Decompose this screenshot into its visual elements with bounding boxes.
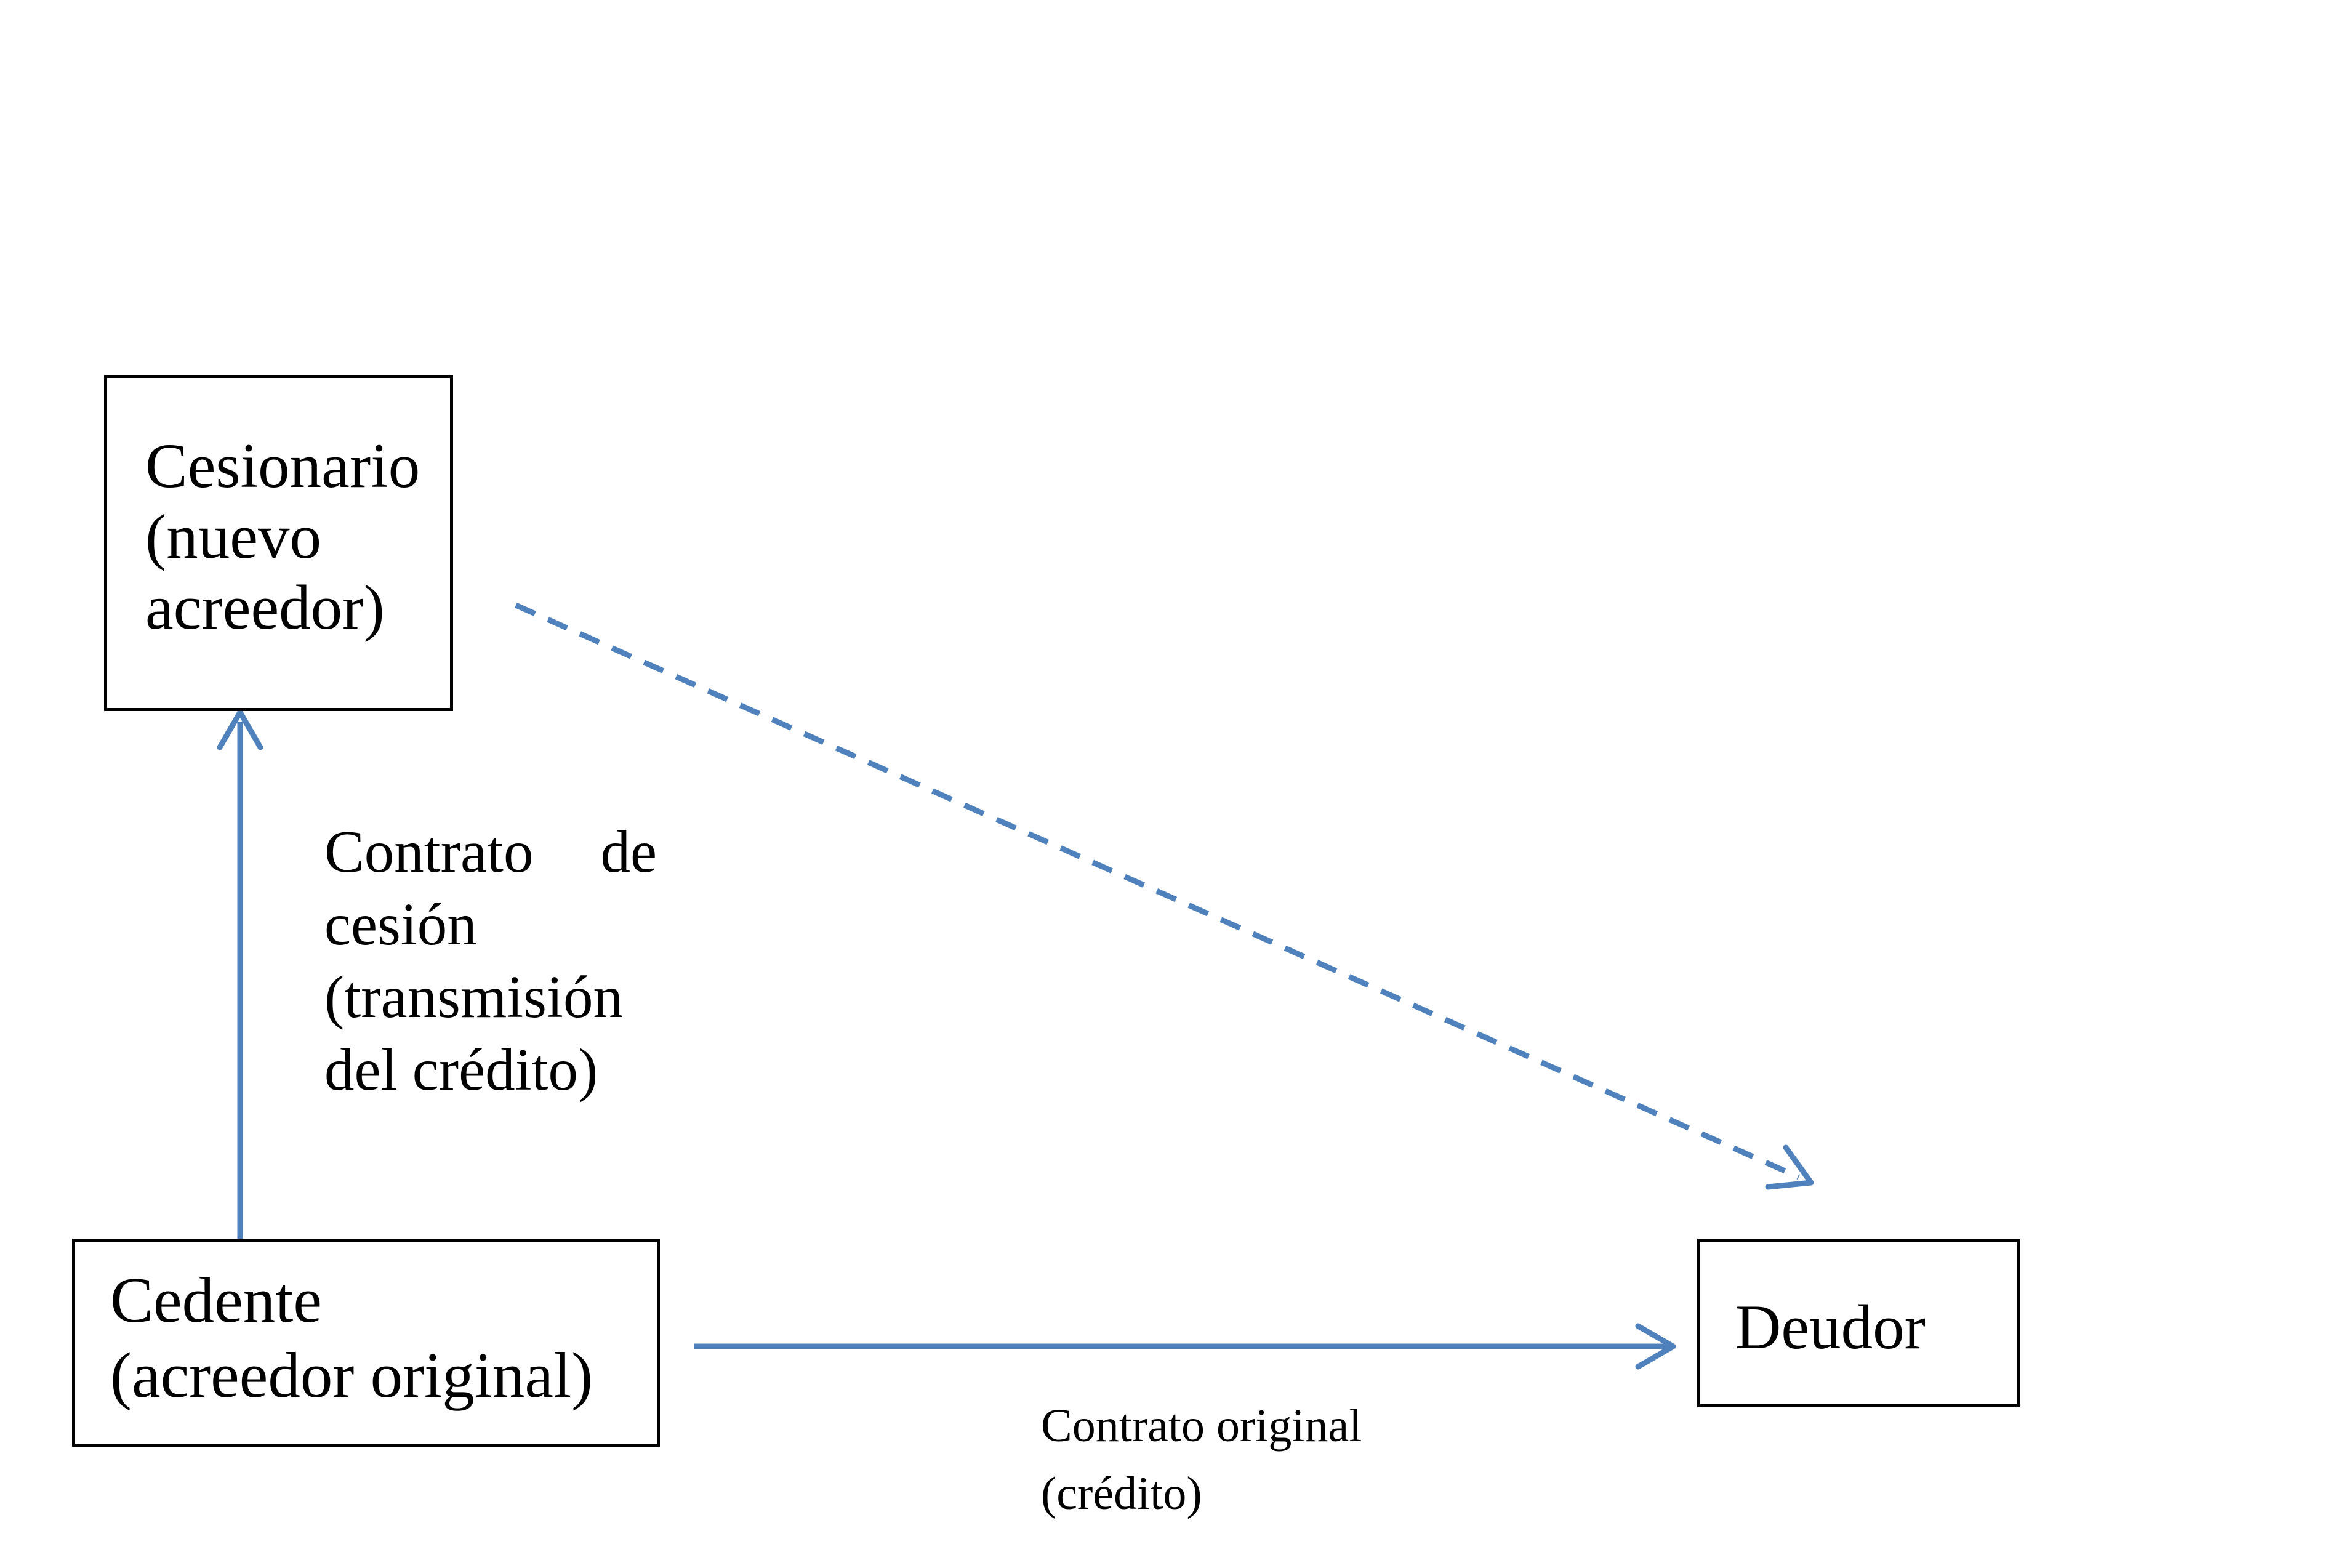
original-contract-arrow — [694, 1323, 1676, 1370]
cesionario-deudor-dashed-arrow — [515, 602, 1814, 1190]
cession-label-line-1: Contrato de — [324, 816, 657, 888]
cession-contract-arrow — [217, 709, 263, 1239]
cession-label-word-contrato: Contrato — [324, 819, 534, 885]
cedente-line-1: Cedente — [110, 1264, 323, 1336]
original-arrow-right-head-icon — [1635, 1323, 1676, 1370]
original-contract-arrow-label: Contrato original (crédito) — [1041, 1392, 1533, 1527]
original-label-line-1: Contrato original — [1041, 1400, 1362, 1452]
node-cedente: Cedente (acreedor original) — [72, 1239, 660, 1447]
cession-arrow-up-head-icon — [217, 709, 263, 750]
cession-label-line-2: cesión — [324, 891, 477, 957]
deudor-line-1: Deudor — [1735, 1292, 1926, 1362]
cession-label-word-de: de — [600, 819, 657, 885]
cesionario-line-3: acreedor) — [145, 573, 385, 643]
node-cesionario: Cesionario (nuevo acreedor) — [104, 375, 453, 711]
dashed-arrow-head-icon — [1765, 1144, 1814, 1190]
cedente-line-2: (acreedor original) — [110, 1339, 593, 1411]
original-label-line-2: (crédito) — [1041, 1468, 1202, 1519]
cesionario-line-1: Cesionario — [145, 431, 420, 501]
dashed-arrow-shaft — [515, 602, 1800, 1180]
node-deudor: Deudor — [1697, 1239, 2020, 1407]
cession-label-line-4: del crédito) — [324, 1037, 598, 1103]
cesionario-line-2: (nuevo — [145, 502, 322, 572]
cession-arrow-label: Contrato de cesión (transmisión del créd… — [324, 816, 657, 1106]
cession-label-line-3: (transmisión — [324, 964, 623, 1030]
